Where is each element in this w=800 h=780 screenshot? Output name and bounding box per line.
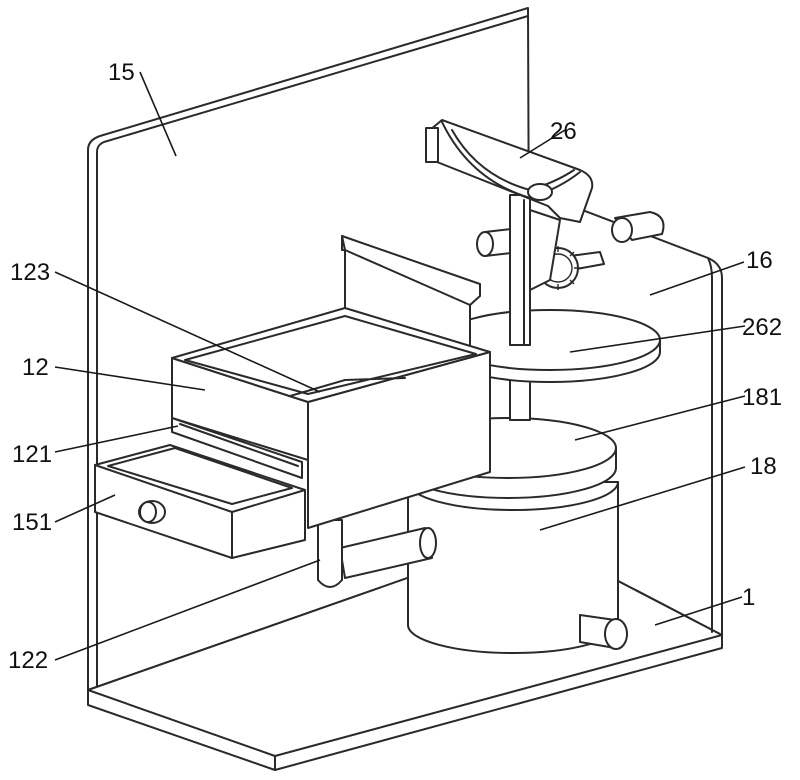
label-262: 262 — [742, 314, 782, 341]
label-123: 123 — [10, 259, 50, 286]
tank-outlet-end — [605, 619, 627, 649]
label-15: 15 — [108, 59, 135, 86]
label-122: 122 — [8, 647, 48, 674]
label-151: 151 — [12, 509, 52, 536]
label-16: 16 — [746, 247, 773, 274]
drawer-knob-face — [140, 502, 156, 522]
pipe-vertical — [318, 520, 342, 587]
motor-stub-end — [612, 218, 632, 242]
pipe-horizontal-end — [420, 528, 436, 558]
label-12: 12 — [22, 354, 49, 381]
label-181: 181 — [742, 384, 782, 411]
label-26: 26 — [550, 118, 577, 145]
cradle-end-cap — [426, 128, 438, 162]
label-18: 18 — [750, 453, 777, 480]
support-column — [510, 195, 530, 345]
label-1: 1 — [742, 584, 755, 611]
label-121: 121 — [12, 441, 52, 468]
side-roller-end — [477, 232, 493, 256]
cradle-roll — [528, 184, 552, 200]
